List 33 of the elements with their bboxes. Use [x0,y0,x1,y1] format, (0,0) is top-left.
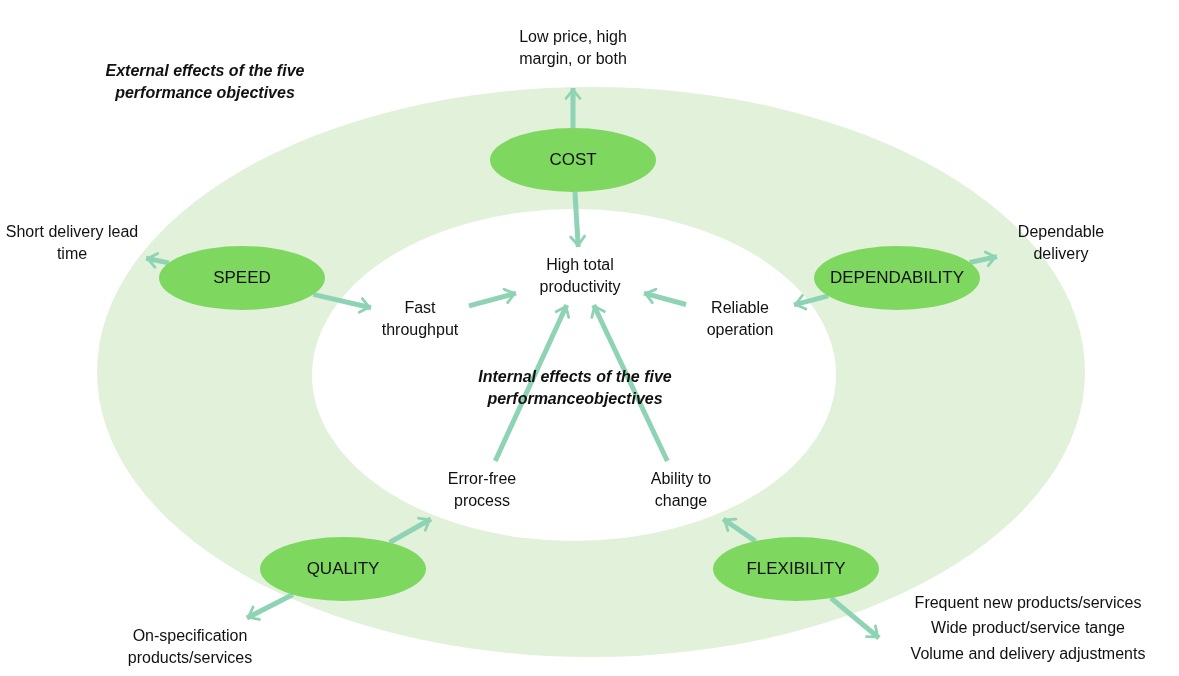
section-heading: External effects of the five performance objectives [104,61,306,104]
effect-text: High total productivity [538,255,622,297]
effect-text: On-specification products/services [126,626,254,668]
effect-text: Ability to change [649,469,713,511]
effect-text: Reliable operation [705,298,775,340]
objective-label: DEPENDABILITY [829,266,965,289]
effect-text: Dependable delivery [1016,222,1106,264]
section-heading: Internal effects of the five performanceobjectives [477,367,673,410]
objective-label: SPEED [213,266,271,289]
arrow [721,516,757,544]
arrow [493,303,571,463]
arrow [793,293,829,311]
arrow [468,287,517,309]
arrow [569,191,586,248]
arrow [829,596,881,640]
arrow [245,592,295,621]
arrow [564,88,582,128]
objective-label: COST [549,148,597,171]
objective-label: QUALITY [306,557,380,580]
effect-text: Volume and delivery adjustments [910,643,1146,664]
effect-text: Wide product/service tange [931,618,1125,639]
effect-text: Low price, high margin, or both [518,27,628,69]
arrow [312,291,372,314]
arrow [388,516,433,545]
arrow [145,252,170,269]
effect-text: Frequent new products/services [914,592,1142,613]
effect-text: Short delivery lead time [4,222,140,264]
arrow [969,250,998,268]
effect-text: Fast throughput [380,298,460,340]
effect-text: Error-free process [446,469,518,511]
arrow [643,287,687,307]
arrow [590,303,670,463]
objective-label: FLEXIBILITY [746,557,846,580]
